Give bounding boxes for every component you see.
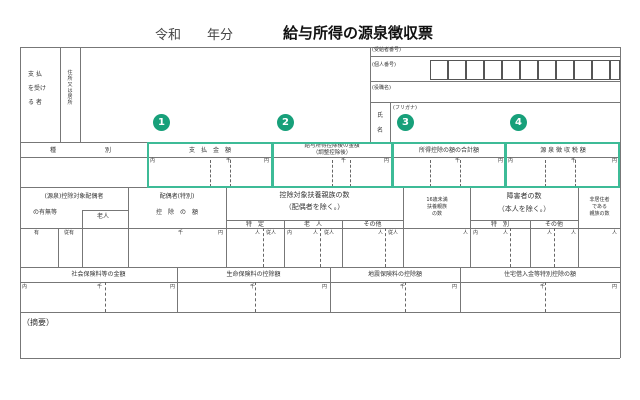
disabled-other-nin-2: 人 xyxy=(571,230,577,236)
deduction-amount-subheader: （調整控除後） xyxy=(312,150,352,156)
payment-uchi-unit: 内 xyxy=(150,158,156,164)
name-label: 氏 xyxy=(377,112,384,119)
spouse-yes-marker: 有 xyxy=(34,230,40,236)
rojin-nin: 人 xyxy=(313,230,319,236)
under16-nin: 人 xyxy=(463,230,469,236)
social-sen: 千 xyxy=(97,284,103,290)
disabled-other-nin-1: 人 xyxy=(547,230,553,236)
spouse-yes-no-field[interactable] xyxy=(21,229,126,266)
type-label: 種 xyxy=(50,147,57,154)
social-insurance-header: 社会保険料等の金額 xyxy=(71,271,126,278)
disabled-special-uchi: 内 xyxy=(473,230,479,236)
spouse-special-en: 円 xyxy=(218,230,224,236)
dependents-header: 控除対象扶養親族の数 xyxy=(279,191,350,199)
tokutei-nin: 人 xyxy=(255,230,261,236)
social-insurance-field[interactable] xyxy=(21,283,176,311)
life-insurance-header: 生命保険料の控除額 xyxy=(226,271,281,278)
nonresident-nin: 人 xyxy=(612,230,618,236)
name-label-2: 名 xyxy=(377,127,384,134)
payment-sen-unit: 千 xyxy=(226,158,232,164)
disabled-special-nin: 人 xyxy=(503,230,509,236)
disabled-special: 特 別 xyxy=(490,221,509,228)
spouse-old-label: 老人 xyxy=(97,213,110,220)
spouse-special-amount-field[interactable] xyxy=(129,229,225,266)
highlight-withholding-tax xyxy=(505,142,620,188)
quake-sen: 千 xyxy=(400,284,406,290)
sonota-jin: 従人 xyxy=(388,230,399,236)
housing-loan-header: 住宅借入金等特別控除の額 xyxy=(503,271,576,278)
total-deduction-header: 所得控除の額の合計額 xyxy=(418,147,479,154)
disabled-other: その他 xyxy=(544,221,563,228)
life-en: 円 xyxy=(322,284,328,290)
dependents-tokutei: 特 定 xyxy=(245,221,264,228)
disabled-header: 障害者の数 xyxy=(506,192,542,200)
payer-label-3: る 者 xyxy=(28,99,42,106)
life-sen: 千 xyxy=(250,284,256,290)
remarks-field[interactable] xyxy=(21,313,619,357)
deduction-amount-header: 給与所得控除後の金額 xyxy=(304,143,360,149)
withholding-uchi-unit: 内 xyxy=(508,158,514,164)
life-insurance-field[interactable] xyxy=(178,283,329,311)
address-field[interactable] xyxy=(81,48,369,141)
payer-label-2: を受け xyxy=(28,85,47,92)
withholding-en-unit: 円 xyxy=(612,158,618,164)
deduction-en-unit: 円 xyxy=(384,158,390,164)
dependents-sonota: その他 xyxy=(363,221,382,228)
individual-number-label: (個人番号) xyxy=(372,62,396,68)
sonota-nin: 人 xyxy=(378,230,384,236)
highlight-total-deduction xyxy=(392,142,506,188)
spouse-yes-no-label: の有無等 xyxy=(33,209,58,216)
under16-header: 16歳未満扶養親族の数 xyxy=(426,197,448,217)
under16-count-field[interactable] xyxy=(404,229,469,266)
withholding-tax-header: 源 泉 徴 収 税 額 xyxy=(540,147,586,154)
badge-2: 2 xyxy=(277,114,294,131)
deduction-sen-unit: 千 xyxy=(341,158,347,164)
spouse-special-sub: 控 除 の 額 xyxy=(155,209,198,216)
name-field[interactable] xyxy=(391,112,619,141)
position-label: (役職名) xyxy=(372,85,391,91)
disabled-subheader: （本人を除く。） xyxy=(497,205,551,213)
dependents-subheader: （配偶者を除く。） xyxy=(284,203,345,211)
quake-en: 円 xyxy=(452,284,458,290)
title-era: 令和 年分 xyxy=(155,28,234,43)
nonresident-header: 非居住者である親族の数 xyxy=(589,197,610,217)
recipient-number-label: (受給者番号) xyxy=(372,47,401,53)
remarks-label: （摘要） xyxy=(22,318,54,327)
type-label-2: 別 xyxy=(105,147,112,154)
total-sen-unit: 千 xyxy=(455,158,461,164)
rojin-jin: 従人 xyxy=(324,230,335,236)
payer-label-1: 支 払 xyxy=(28,71,42,78)
payment-amount-header: 支 払 金 額 xyxy=(188,147,231,154)
social-en: 円 xyxy=(170,284,176,290)
housing-loan-field[interactable] xyxy=(461,283,619,311)
highlight-deduction-amount xyxy=(272,142,393,188)
spouse-special-sen: 千 xyxy=(178,230,184,236)
spouse-special-header: 配偶者(特別) xyxy=(159,193,195,200)
rojin-uchi: 内 xyxy=(287,230,293,236)
highlight-payment-amount xyxy=(147,142,273,188)
total-en-unit: 円 xyxy=(498,158,504,164)
badge-4: 4 xyxy=(510,114,527,131)
payment-en-unit: 円 xyxy=(264,158,270,164)
address-label: 住所又は居所 xyxy=(67,70,73,106)
dependents-rojin: 老 人 xyxy=(303,221,322,228)
spouse-jutaku-marker: 従有 xyxy=(64,230,75,236)
badge-3: 3 xyxy=(397,114,414,131)
withholding-sen-unit: 千 xyxy=(571,158,577,164)
housing-en: 円 xyxy=(612,284,618,290)
title-main: 給与所得の源泉徴収票 xyxy=(283,24,434,42)
form-title: 令和 年分 給与所得の源泉徴収票 xyxy=(0,22,640,43)
nonresident-count-field[interactable] xyxy=(579,229,619,266)
dependents-count-field[interactable] xyxy=(227,229,402,266)
earthquake-insurance-header: 地震保険料の控除額 xyxy=(367,271,422,278)
badge-1: 1 xyxy=(153,114,170,131)
housing-sen: 千 xyxy=(540,284,546,290)
earthquake-insurance-field[interactable] xyxy=(331,283,459,311)
spouse-header: (源泉)控除対象配偶者 xyxy=(44,193,104,200)
tokutei-jin: 従人 xyxy=(266,230,277,236)
social-uchi: 内 xyxy=(22,284,28,290)
disabled-count-field[interactable] xyxy=(471,229,577,266)
furigana-label: (フリガナ) xyxy=(393,105,417,111)
